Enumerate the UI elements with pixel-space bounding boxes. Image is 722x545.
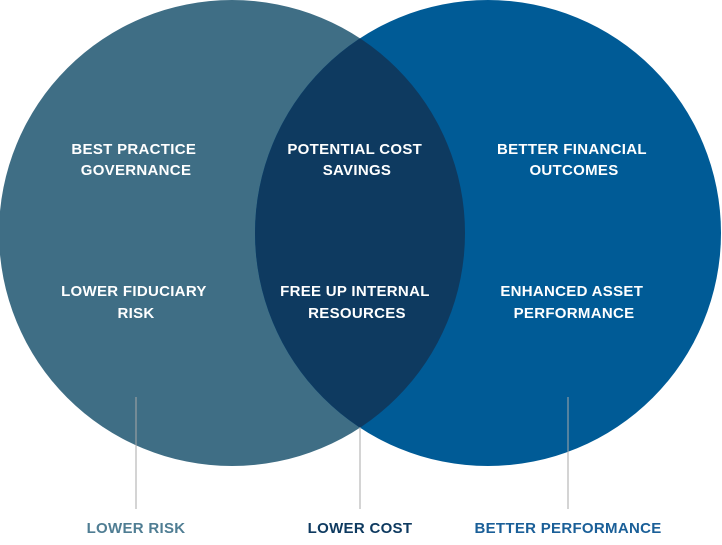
potential-cost-savings-label: POTENTIAL COST SAVINGS [287, 141, 426, 179]
lower-risk-caption: LOWER RISK [87, 520, 186, 537]
lower-cost-overlap [255, 0, 465, 466]
better-performance-caption: BETTER PERFORMANCE [474, 520, 661, 537]
best-practice-governance-label: BEST PRACTICE GOVERNANCE [71, 141, 200, 179]
lower-cost-caption: LOWER COST [308, 520, 413, 537]
free-up-internal-resources-label: FREE UP INTERNAL RESOURCES [280, 283, 434, 322]
enhanced-asset-performance-label: ENHANCED ASSET PERFORMANCE [500, 283, 647, 322]
lower-fiduciary-risk-label: LOWER FIDUCIARY RISK [61, 283, 211, 322]
better-financial-outcomes-label: BETTER FINANCIAL OUTCOMES [497, 141, 651, 179]
